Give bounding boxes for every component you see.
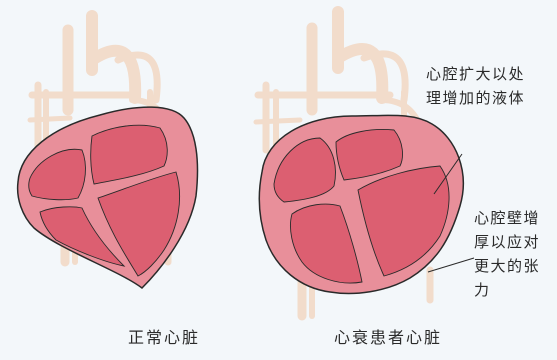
wall-annotation-line-2: 厚以应对 (474, 230, 540, 254)
failing-heart-caption: 心衰患者心脏 (334, 326, 442, 350)
failing-heart-illustration (256, 12, 474, 316)
chamber-enlargement-annotation: 心腔扩大以处 理增加的液体 (426, 62, 525, 110)
wall-thickening-annotation: 心腔壁增 厚以应对 更大的张 力 (474, 206, 540, 302)
wall-annotation-line-3: 更大的张 (474, 254, 540, 278)
wall-annotation-leader (428, 258, 474, 272)
normal-heart-caption: 正常心脏 (128, 326, 200, 350)
chamber-annotation-line-2: 理增加的液体 (426, 86, 525, 110)
wall-annotation-line-1: 心腔壁增 (474, 206, 540, 230)
chamber-annotation-line-1: 心腔扩大以处 (426, 62, 525, 86)
wall-annotation-line-4: 力 (474, 278, 540, 302)
normal-heart-illustration (18, 16, 198, 288)
